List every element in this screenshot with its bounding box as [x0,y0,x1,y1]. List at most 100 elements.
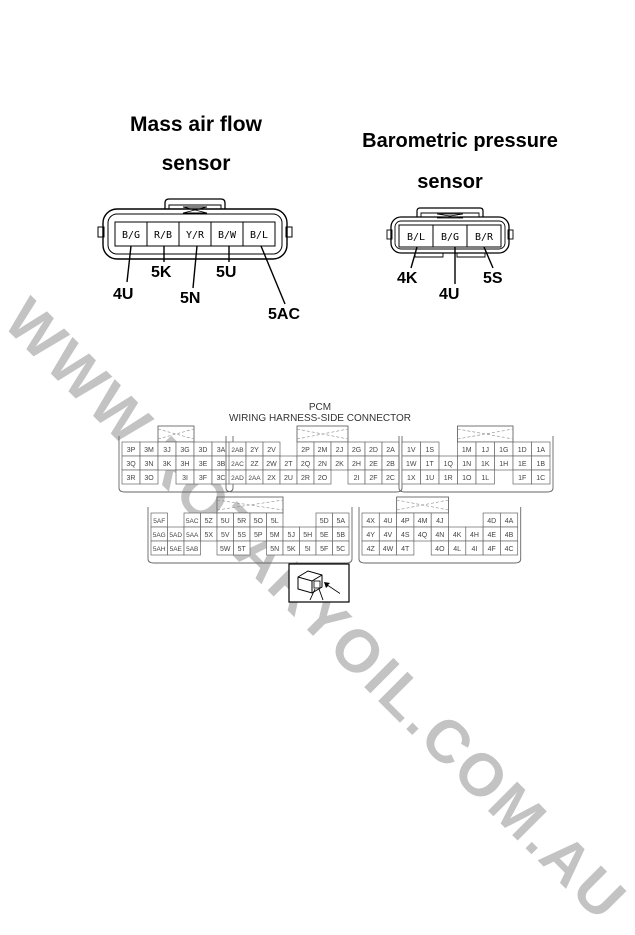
pcm-terminal-2j: 2J [336,447,343,454]
pcm-terminal-2ac: 2AC [231,461,244,468]
block3-latch-cross-icon [157,428,195,440]
pcm-terminal-5t: 5T [238,546,247,553]
pcm-terminal-2v: 2V [267,447,276,454]
baro-title-line2: sensor [417,171,483,193]
pcm-terminal-2aa: 2AA [248,475,261,482]
pcm-terminal-4w: 4W [383,546,394,553]
pcm-terminal-5af: 5AF [153,518,165,525]
block3-housing [118,436,234,493]
pcm-terminal-2c: 2C [386,475,395,482]
pcm-cell [475,469,495,485]
maf-pin-2: R/B [154,230,172,241]
pcm-terminal-1l: 1L [481,475,489,482]
pcm-terminal-2q: 2Q [301,461,311,468]
pcm-terminal-5ag: 5AG [153,532,166,539]
pcm-terminal-4q: 4Q [418,532,428,539]
pcm-cell [139,469,159,485]
pcm-terminal-5e: 5E [320,532,329,539]
pcm-terminal-3j: 3J [163,447,170,454]
baro-pin-1: B/L [407,232,425,243]
pcm-terminal-1x: 1X [407,475,416,482]
pcm-terminal-4l: 4L [453,546,461,553]
pcm-terminal-5ac: 5AC [186,518,199,525]
pcm-terminal-1w: 1W [406,461,417,468]
pcm-terminal-4p: 4P [401,518,410,525]
block1-latch [457,425,514,443]
pcm-terminal-1e: 1E [518,461,527,468]
pcm-terminal-5j: 5J [288,532,295,539]
maf-terminal-5ac: 5AC [268,306,301,323]
pcm-terminal-4c: 4C [505,546,514,553]
pcm-terminal-3k: 3K [163,461,172,468]
pcm-terminal-3q: 3Q [126,461,136,468]
maf-pin-3: Y/R [186,230,205,241]
pcm-terminal-2f: 2F [369,475,377,482]
pcm-terminal-4b: 4B [505,532,514,539]
block5-latch [216,496,284,514]
block3-latch [157,425,195,443]
pcm-terminal-1u: 1U [425,475,434,482]
pcm-terminal-5o: 5O [254,518,264,525]
pcm-terminal-2e: 2E [369,461,378,468]
pcm-terminal-2d: 2D [369,447,378,454]
pcm-terminal-5w: 5W [220,546,231,553]
pcm-terminal-1m: 1M [462,447,472,454]
pcm-terminal-3r: 3R [127,475,136,482]
pcm-terminal-4v: 4V [384,532,393,539]
pcm-terminal-3a: 3A [217,447,226,454]
pcm-terminal-4k: 4K [453,532,462,539]
pcm-cell [332,540,350,556]
pcm-terminal-5x: 5X [204,532,213,539]
pcm-terminal-5p: 5P [254,532,263,539]
pcm-terminal-3m: 3M [144,447,154,454]
pcm-terminal-5k: 5K [287,546,296,553]
pcm-terminal-2ad: 2AD [231,475,244,482]
pcm-cell [313,469,332,485]
pcm-terminal-4e: 4E [487,532,496,539]
pcm-terminal-2m: 2M [318,447,328,454]
maf-pin-5: B/L [250,230,268,241]
maf-title-line2: sensor [161,152,231,175]
pcm-terminal-5d: 5D [320,518,329,525]
pcm-terminal-2x: 2X [267,475,276,482]
maf-terminal-5k: 5K [151,264,172,281]
pcm-terminal-3d: 3D [199,447,208,454]
maf-terminal-5n: 5N [180,290,201,307]
block2-latch-cross-icon [296,428,349,440]
connector-locator-icon [288,563,350,603]
pcm-terminal-3b: 3B [217,461,226,468]
baro-connector: B/L B/G B/R [386,207,514,258]
pcm-terminal-2g: 2G [352,447,361,454]
pcm-terminal-2u: 2U [284,475,293,482]
pcm-terminal-4t: 4T [401,546,410,553]
pcm-terminal-2y: 2Y [250,447,259,454]
pcm-terminal-1t: 1T [426,461,435,468]
pcm-terminal-3h: 3H [181,461,190,468]
baro-title-line1: Barometric pressure [362,130,558,152]
maf-leader-lines [126,245,286,305]
pcm-terminal-2a: 2A [386,447,395,454]
pcm-terminal-2z: 2Z [250,461,259,468]
pcm-terminal-5b: 5B [336,532,345,539]
baro-terminal-4u: 4U [439,286,460,303]
pcm-terminal-5h: 5H [303,532,312,539]
pcm-terminal-2r: 2R [301,475,310,482]
pcm-terminal-2p: 2P [301,447,310,454]
block1-housing [398,436,554,493]
pcm-terminal-2h: 2H [352,461,361,468]
pcm-terminal-4i: 4I [472,546,478,553]
pcm-terminal-1q: 1Q [444,461,454,468]
pcm-terminal-3c: 3C [217,475,226,482]
pcm-title: PCM [308,402,332,413]
pcm-terminal-2w: 2W [266,461,277,468]
pcm-terminal-4a: 4A [505,518,514,525]
block5-latch-cross-icon [216,499,284,511]
pcm-terminal-1n: 1N [462,461,471,468]
pcm-terminal-4o: 4O [435,546,445,553]
pcm-terminal-3i: 3I [182,475,188,482]
maf-connector: B/G R/B Y/R B/W B/L [97,198,293,260]
pcm-terminal-5f: 5F [320,546,328,553]
pcm-terminal-5ad: 5AD [169,532,182,539]
pcm-terminal-4h: 4H [470,532,479,539]
pcm-terminal-4s: 4S [401,532,410,539]
